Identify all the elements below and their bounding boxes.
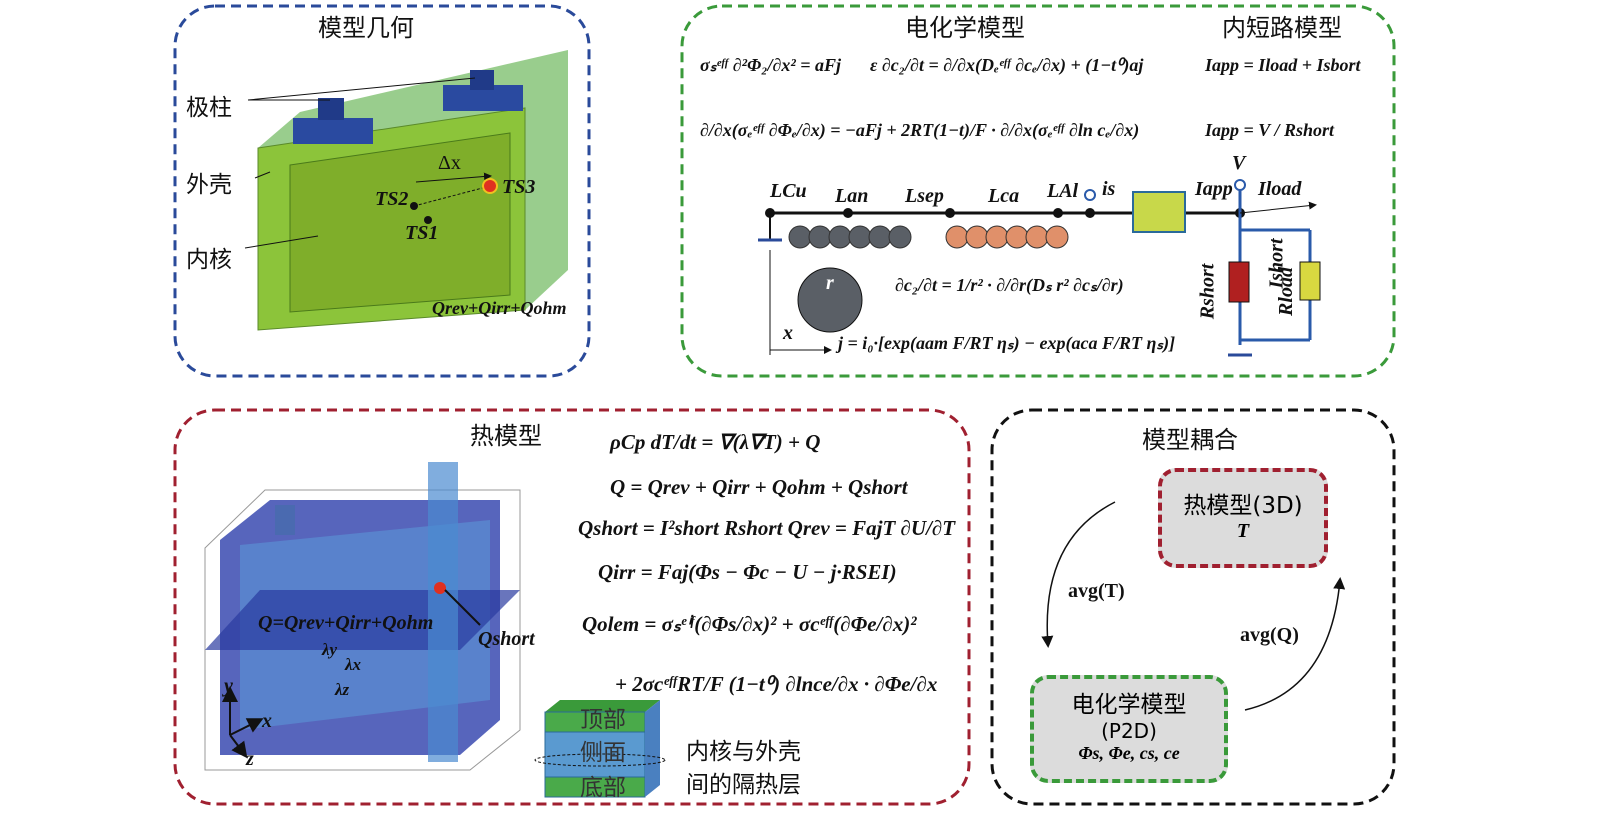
echem-box-line1: 电化学模型 bbox=[1071, 692, 1187, 718]
cathode-particle bbox=[985, 225, 1009, 249]
anode-particle bbox=[828, 225, 852, 249]
cube-side-label: 侧面 bbox=[580, 740, 626, 766]
eq-heat-sources: Q = Qrev + Qirr + Qohm + Qshort bbox=[610, 475, 908, 499]
terminal-label: 极柱 bbox=[186, 95, 232, 121]
core-label: 内核 bbox=[186, 247, 232, 273]
ts1-label: TS1 bbox=[405, 222, 439, 244]
battery-geometry-figure bbox=[244, 50, 568, 331]
thermal-box-line1: 热模型(3D) bbox=[1183, 493, 1303, 519]
eq-particle-diffusion: ∂c₂/∂t = 1/r² · ∂/∂r(Dₛ r² ∂cₛ/∂r) bbox=[895, 275, 1124, 295]
axis-x-label: x bbox=[262, 710, 272, 732]
eq-heat-conduction: ρCp dT/dt = ∇(λ∇T) + Q bbox=[610, 430, 821, 454]
echem-box-line3: Φs, Φe, cs, ce bbox=[1078, 743, 1180, 763]
cathode-particle bbox=[945, 225, 969, 249]
label-v: V bbox=[1232, 152, 1246, 174]
label-lca: Lca bbox=[988, 185, 1020, 207]
thermal-battery-figure bbox=[204, 462, 521, 771]
coupling-title: 模型耦合 bbox=[1142, 426, 1238, 454]
thermal-panel-border bbox=[173, 408, 971, 806]
thermal-q-label: Q=Qrev+Qirr+Qohm bbox=[258, 612, 434, 634]
cube-top-label: 顶部 bbox=[580, 707, 626, 733]
coupling-panel-border bbox=[990, 408, 1396, 806]
electrochem-panel-border bbox=[680, 4, 1396, 378]
cathode-particle bbox=[1025, 225, 1049, 249]
eq-electrolyte-conc: ε ∂c₂/∂t = ∂/∂x(Dₑᵉᶠᶠ ∂cₑ/∂x) + (1−t⁰)aj bbox=[870, 55, 1144, 75]
insulation-label-2: 间的隔热层 bbox=[686, 772, 801, 798]
geometry-heat-eq: Qrev+Qirr+Qohm bbox=[432, 298, 567, 318]
short-circuit-title: 内短路模型 bbox=[1222, 14, 1342, 42]
electrochem-title: 电化学模型 bbox=[905, 14, 1025, 42]
anode-particle bbox=[808, 225, 832, 249]
label-lan: Lan bbox=[835, 185, 869, 207]
label-rload: Rload bbox=[1274, 267, 1297, 316]
dx-label: Δx bbox=[438, 152, 461, 174]
anode-particle bbox=[848, 225, 872, 249]
qshort-label: Qshort bbox=[478, 628, 535, 650]
insulation-cube-figure bbox=[534, 700, 666, 798]
eq-butler-volmer: j = i₀·[exp(aam F/RT ηₛ) − exp(aca F/RT … bbox=[838, 333, 1176, 353]
label-lcu: LCu bbox=[770, 180, 807, 202]
lambda-y-label: λy bbox=[322, 640, 338, 659]
avg-q-label: avg(Q) bbox=[1240, 624, 1299, 646]
eq-current-balance: Iapp = Iload + Isbort bbox=[1205, 55, 1361, 75]
geometry-title: 模型几何 bbox=[318, 14, 414, 42]
shell-label: 外壳 bbox=[186, 172, 232, 198]
label-rshort: Rshort bbox=[1196, 263, 1219, 320]
lambda-z-label: λz bbox=[335, 680, 350, 699]
eq-irreversible-heat: Qirr = Faj(Φs − Φc − U − j·RSEI) bbox=[598, 560, 897, 584]
echem-box-line2: (P2D) bbox=[1101, 719, 1157, 743]
thermal-title: 热模型 bbox=[470, 422, 542, 450]
thermal-box-line2: T bbox=[1236, 520, 1250, 542]
label-r: r bbox=[826, 272, 834, 294]
eq-electrolyte-potential: ∂/∂x(σₑᵉᶠᶠ ∂Φₑ/∂x) = −aFj + 2RT(1−t)/F ·… bbox=[700, 120, 1140, 140]
insulation-label-1: 内核与外壳 bbox=[686, 739, 801, 765]
cube-bottom-label: 底部 bbox=[580, 775, 626, 801]
geometry-panel-border bbox=[173, 4, 591, 378]
label-is: is bbox=[1102, 178, 1116, 200]
cathode-particle bbox=[965, 225, 989, 249]
anode-particle bbox=[888, 225, 912, 249]
ts2-label: TS2 bbox=[375, 188, 409, 210]
anode-particle bbox=[788, 225, 812, 249]
electrochem-model-box: 电化学模型 (P2D) Φs, Φe, cs, ce bbox=[1030, 675, 1228, 783]
r-load bbox=[1299, 261, 1321, 301]
cathode-particle bbox=[1045, 225, 1069, 249]
label-x: x bbox=[783, 322, 793, 344]
lambda-x-label: λx bbox=[345, 655, 362, 674]
cathode-particle bbox=[1005, 225, 1029, 249]
label-iapp: Iapp bbox=[1195, 178, 1233, 200]
label-iload: Iload bbox=[1258, 178, 1302, 200]
eq-ohmic-heat: Qolem = σₛᵉⁱᶠ(∂Φs/∂x)² + σcᵉᶠᶠ(∂Φe/∂x)² bbox=[582, 612, 917, 636]
eq-short-rev-heat: Qshort = I²short Rshort Qrev = FajT ∂U/∂… bbox=[578, 516, 956, 540]
avg-t-label: avg(T) bbox=[1068, 580, 1125, 602]
eq-solid-potential: σₛᵉᶠᶠ ∂²Φ₂/∂x² = aFj bbox=[700, 55, 842, 75]
label-lal: LAl bbox=[1047, 180, 1079, 202]
label-lsep: Lsep bbox=[905, 185, 944, 207]
r-short bbox=[1228, 261, 1250, 303]
ts3-label: TS3 bbox=[502, 176, 536, 198]
axis-y-label: y bbox=[224, 675, 233, 697]
eq-short-current: Iapp = V / Rshort bbox=[1205, 120, 1334, 140]
axis-z-label: z bbox=[246, 748, 254, 770]
circuit-figure bbox=[758, 179, 1321, 357]
anode-particle bbox=[868, 225, 892, 249]
cell-block bbox=[1132, 191, 1186, 233]
thermal-model-box: 热模型(3D) T bbox=[1158, 468, 1328, 568]
eq-ohmic-heat-cont: + 2σcᵉᶠᶠRT/F (1−t⁰) ∂lnce/∂x · ∂Φe/∂x bbox=[615, 672, 938, 696]
